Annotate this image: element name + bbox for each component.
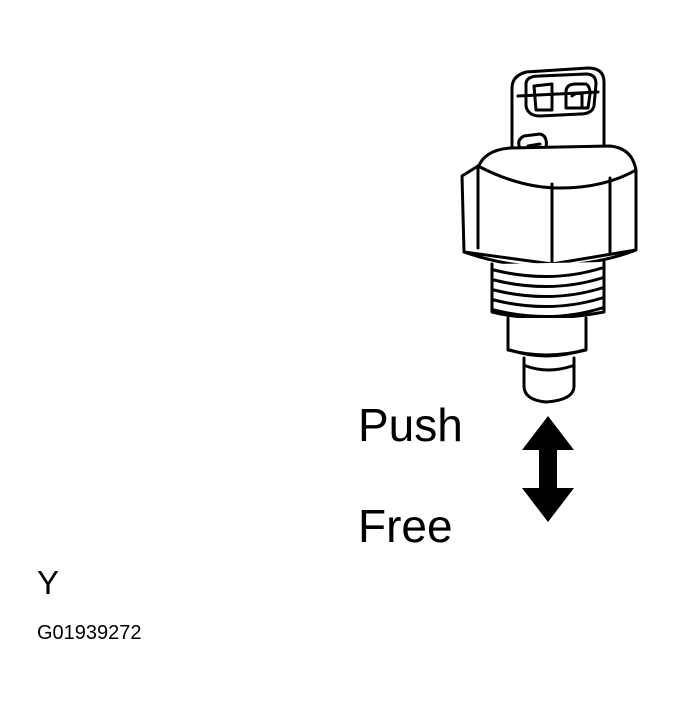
thread: [490, 260, 606, 320]
double-headed-vertical-arrow-icon: [522, 416, 574, 522]
plunger-shaft: [506, 316, 588, 358]
figure-code: G01939272: [37, 622, 142, 644]
push-label: Push: [358, 399, 463, 451]
position-label: Y: [37, 564, 60, 601]
free-label: Free: [358, 500, 453, 552]
hex-nut: [460, 164, 638, 268]
plunger-tip: [522, 356, 576, 404]
